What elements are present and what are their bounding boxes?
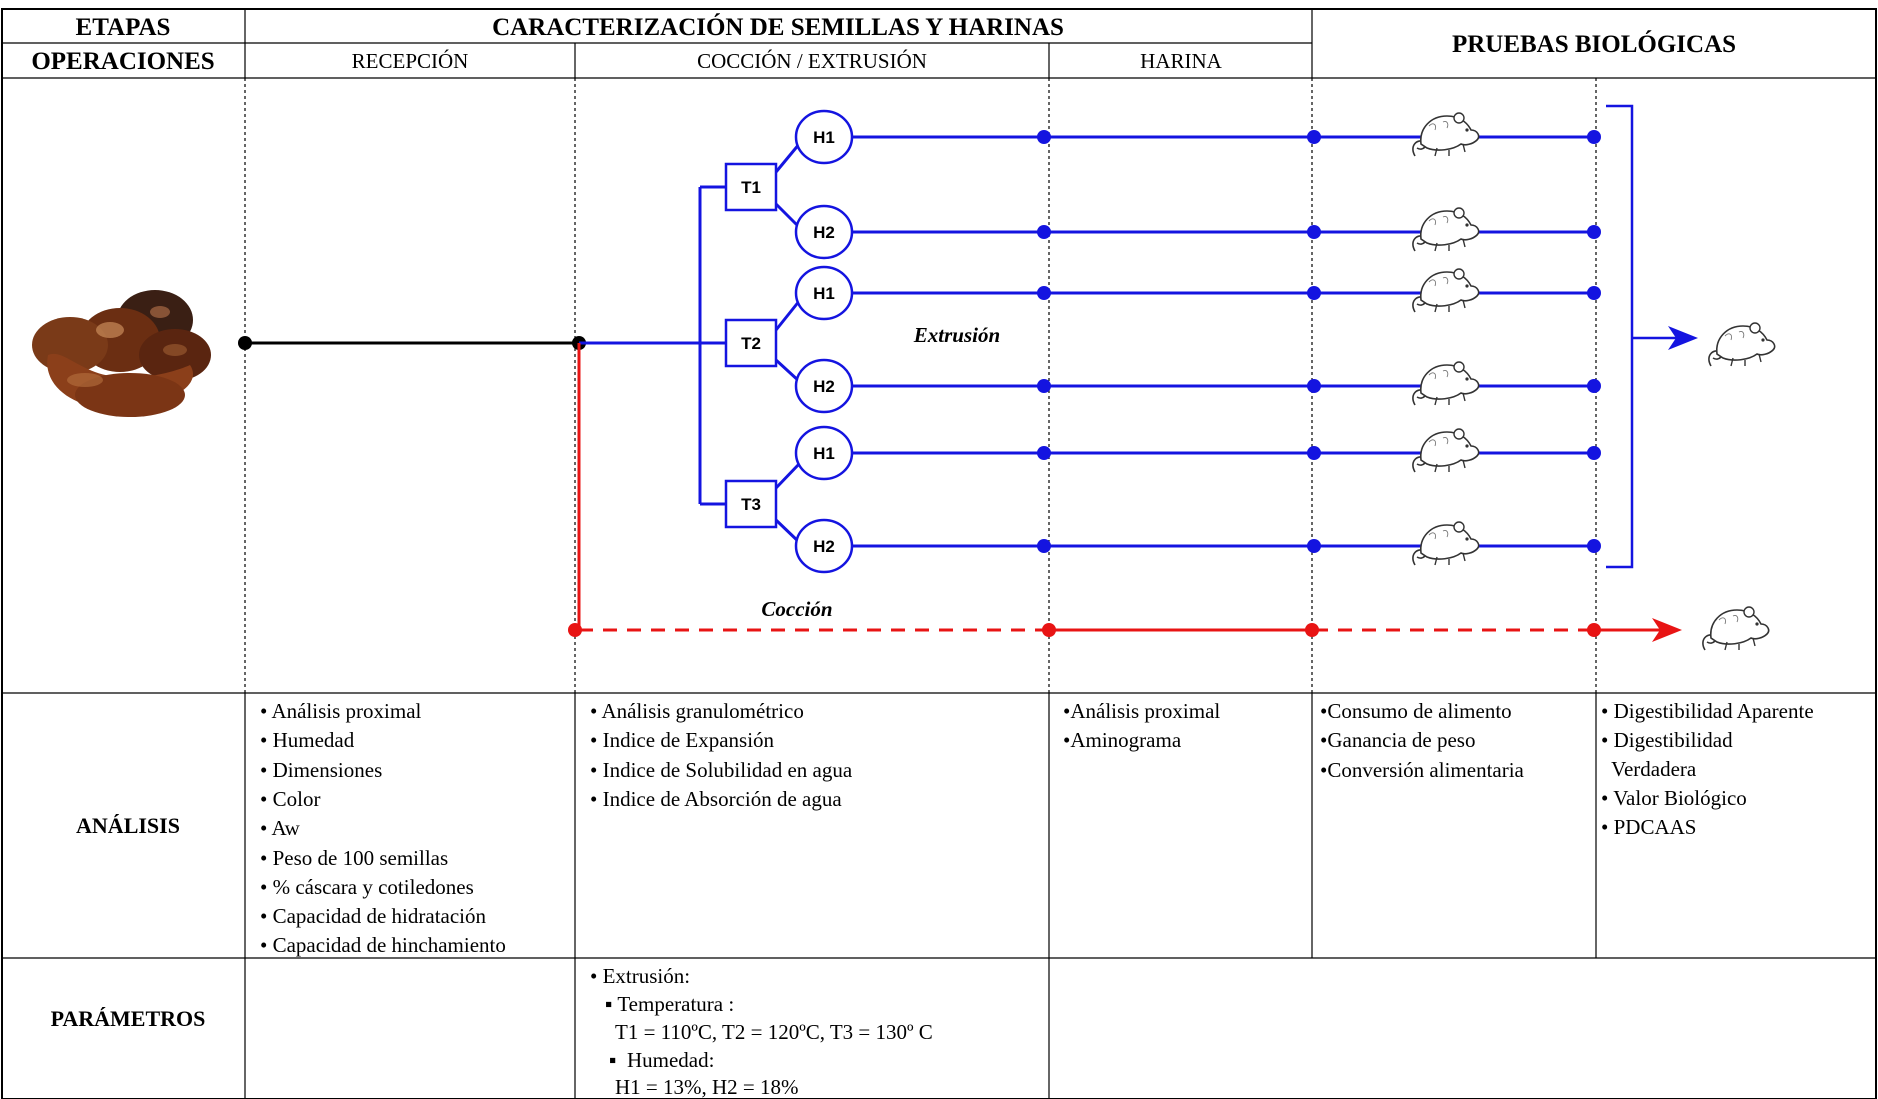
analisis-coccion-extrusion-list: • Análisis granulométrico • Indice de Ex… xyxy=(590,699,853,811)
list-item: • Humedad xyxy=(260,728,355,752)
header-operaciones: OPERACIONES xyxy=(31,48,214,75)
list-item: H1 = 13%, H2 = 18% xyxy=(615,1075,799,1099)
rat-icon xyxy=(1413,269,1479,312)
list-item: •Aminograma xyxy=(1063,728,1182,752)
rat-icon xyxy=(1413,362,1479,405)
list-item: Verdadera xyxy=(1601,757,1697,781)
rat-icon xyxy=(1413,113,1479,156)
node-h1-t2: H1 xyxy=(813,284,835,303)
row-label-parametros: PARÁMETROS xyxy=(51,1006,206,1031)
analisis-pruebas-list-2: • Digestibilidad Aparente • Digestibilid… xyxy=(1601,699,1814,839)
coccion-label: Cocción xyxy=(761,597,832,621)
list-item: •Análisis proximal xyxy=(1063,699,1220,723)
list-item: • Capacidad de hinchamiento xyxy=(260,933,506,957)
list-item: • Indice de Absorción de agua xyxy=(590,787,842,811)
temperature-nodes: T1 T2 T3 xyxy=(726,164,776,527)
list-item: • % cáscara y cotiledones xyxy=(260,875,474,899)
rat-icon xyxy=(1413,522,1479,565)
node-t3: T3 xyxy=(741,495,761,514)
list-item: • Peso de 100 semillas xyxy=(260,846,448,870)
reception-start-dot xyxy=(238,336,252,350)
parametros-coccion-extrusion-list: • Extrusión: ▪ Temperatura : T1 = 110ºC,… xyxy=(590,964,933,1099)
bean-seeds-image xyxy=(32,290,211,417)
list-item: •Conversión alimentaria xyxy=(1320,758,1525,782)
list-item: • Aw xyxy=(260,816,301,840)
analisis-pruebas-list-1: •Consumo de alimento •Ganancia de peso •… xyxy=(1320,699,1525,782)
list-item: • Digestibilidad xyxy=(1601,728,1733,752)
header-pruebas-biologicas: PRUEBAS BIOLÓGICAS xyxy=(1452,30,1736,58)
list-item: • Digestibilidad Aparente xyxy=(1601,699,1814,723)
rat-icon xyxy=(1413,208,1479,251)
rat-icon xyxy=(1703,607,1769,650)
header-coccion-extrusion: COCCIÓN / EXTRUSIÓN xyxy=(697,49,927,73)
node-h2-t3: H2 xyxy=(813,537,835,556)
list-item: ▪ Temperatura : xyxy=(605,992,734,1016)
list-item: • Análisis granulométrico xyxy=(590,699,804,723)
node-h1-t1: H1 xyxy=(813,128,835,147)
list-item: • Valor Biológico xyxy=(1601,786,1747,810)
list-item: • Extrusión: xyxy=(590,964,690,988)
list-item: • Dimensiones xyxy=(260,758,382,782)
node-t1: T1 xyxy=(741,178,761,197)
node-h2-t2: H2 xyxy=(813,377,835,396)
list-item: •Consumo de alimento xyxy=(1320,699,1512,723)
analisis-harina-list: •Análisis proximal •Aminograma xyxy=(1063,699,1220,752)
header-harina: HARINA xyxy=(1140,49,1222,73)
list-item: • Indice de Expansión xyxy=(590,728,775,752)
list-item: •Ganancia de peso xyxy=(1320,728,1475,752)
list-item: ▪ Humedad: xyxy=(609,1048,714,1072)
node-h2-t1: H2 xyxy=(813,223,835,242)
list-item: • Análisis proximal xyxy=(260,699,422,723)
list-item: • Indice de Solubilidad en agua xyxy=(590,758,853,782)
node-t2: T2 xyxy=(741,334,761,353)
list-item: • Capacidad de hidratación xyxy=(260,904,487,928)
analisis-recepcion-list: • Análisis proximal • Humedad • Dimensio… xyxy=(260,699,506,957)
extrusion-bracket xyxy=(1606,106,1698,567)
rat-icon xyxy=(1413,429,1479,472)
node-h1-t3: H1 xyxy=(813,444,835,463)
list-item: • Color xyxy=(260,787,320,811)
extrusion-dots xyxy=(1037,130,1601,553)
extrusion-label: Extrusión xyxy=(913,323,1000,347)
row-label-analisis: ANÁLISIS xyxy=(76,813,180,838)
header-caracterizacion: CARACTERIZACIÓN DE SEMILLAS Y HARINAS xyxy=(492,13,1064,41)
humidity-nodes: H1 H2 H1 H2 H1 H2 xyxy=(796,111,852,572)
list-item: T1 = 110ºC, T2 = 120ºC, T3 = 130º C xyxy=(615,1020,933,1044)
header-recepcion: RECEPCIÓN xyxy=(352,49,469,73)
header-etapas: ETAPAS xyxy=(76,14,171,41)
list-item: • PDCAAS xyxy=(1601,815,1696,839)
rat-icon xyxy=(1709,323,1775,366)
